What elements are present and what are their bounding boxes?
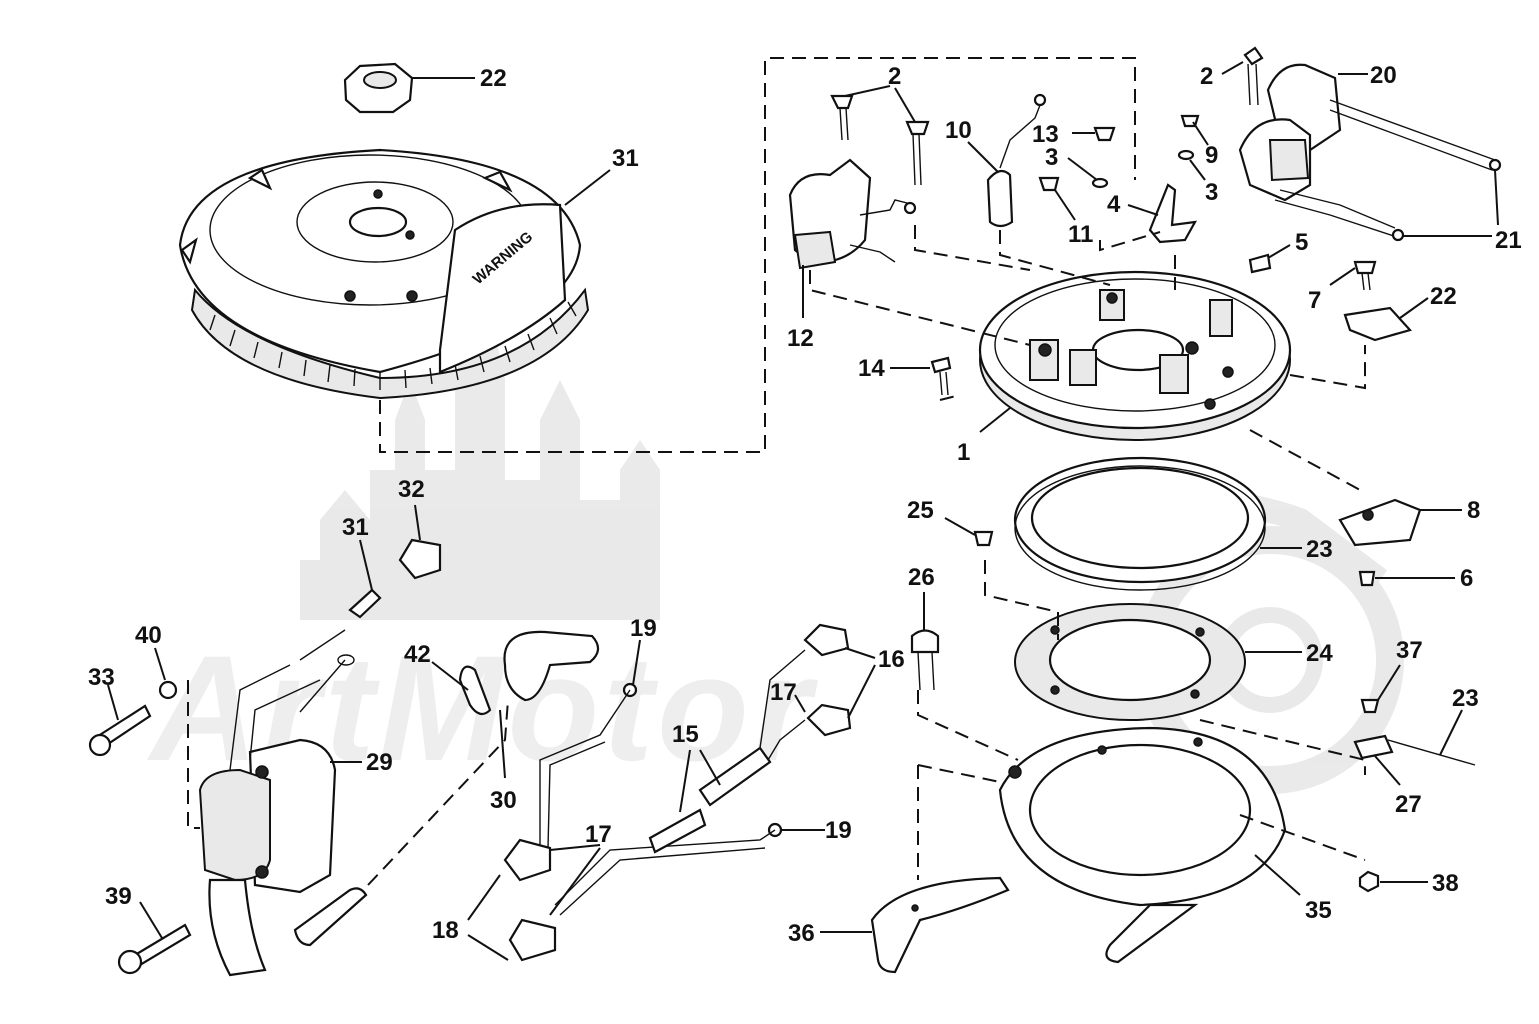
callout-12: 12 <box>787 325 814 352</box>
charge-coil-part <box>1238 46 1502 242</box>
callout-2-right: 2 <box>1200 63 1213 90</box>
callout-2-left: 2 <box>888 63 901 90</box>
wiring-harness-part <box>503 623 852 962</box>
callout-15: 15 <box>672 721 699 748</box>
callout-28: 26 <box>908 564 935 591</box>
stator-plate-part <box>978 270 1292 441</box>
callout-7: 7 <box>1308 287 1321 314</box>
callout-18: 18 <box>432 917 459 944</box>
callout-33: 32 <box>398 476 425 503</box>
throttle-cam-part <box>870 876 1010 974</box>
bolts-part <box>88 680 192 975</box>
callout-13: 13 <box>1032 121 1059 148</box>
connectors-part <box>299 538 783 838</box>
callout-25: 23 <box>1306 536 1333 563</box>
support-ring-part <box>1014 603 1246 721</box>
callout-32: 31 <box>342 514 369 541</box>
callout-8: 8 <box>1467 497 1480 524</box>
callout-41: 40 <box>135 622 162 649</box>
callout-labels: 22 31 2 10 13 3 11 4 2 20 9 3 <box>88 61 1522 961</box>
retainer-plate-part <box>998 726 1287 964</box>
spark-plug-boot-part <box>293 630 600 947</box>
callout-5: 5 <box>1295 229 1308 256</box>
callout-26: 22 <box>480 65 507 92</box>
callout-19-top: 19 <box>630 615 657 642</box>
callout-3-right: 3 <box>1205 179 1218 206</box>
callout-22: 22 <box>1430 283 1457 310</box>
flywheel-part: WARNING <box>178 62 590 400</box>
callout-34: 33 <box>88 664 115 691</box>
callout-27: 25 <box>907 497 934 524</box>
callout-3-mid: 3 <box>1045 144 1058 171</box>
callout-16: 16 <box>878 646 905 673</box>
callout-37: 36 <box>788 920 815 947</box>
callout-42: 42 <box>404 641 431 668</box>
retainer-ring-part <box>1013 456 1267 591</box>
callout-17-upper: 17 <box>770 679 797 706</box>
callout-39: 38 <box>1432 870 1459 897</box>
callout-31: 30 <box>490 787 517 814</box>
callout-21: 21 <box>1495 227 1522 254</box>
callout-17-lower: 17 <box>585 821 612 848</box>
callout-24: 24 <box>1306 640 1333 667</box>
breaker-points-part <box>788 93 1272 274</box>
callout-30: 29 <box>366 749 393 776</box>
callout-19-lower: 19 <box>825 817 852 844</box>
callout-36: 35 <box>1305 897 1332 924</box>
callout-6: 6 <box>1460 565 1473 592</box>
callout-20: 20 <box>1370 62 1397 89</box>
callout-40: 39 <box>105 883 132 910</box>
callout-29: 27 <box>1395 791 1422 818</box>
callout-35: 31 <box>612 145 639 172</box>
callout-14: 14 <box>858 355 885 382</box>
ignition-coil-part <box>198 664 337 977</box>
callout-10: 10 <box>945 117 972 144</box>
callout-23: 23 <box>1452 685 1479 712</box>
callout-9: 9 <box>1205 142 1218 169</box>
callout-4: 4 <box>1107 191 1121 218</box>
callout-38: 37 <box>1396 637 1423 664</box>
callout-1: 1 <box>957 439 970 466</box>
small-hardware-part <box>910 260 1476 893</box>
assembly-guide-lines <box>187 57 1366 886</box>
callout-11: 11 <box>1068 221 1093 248</box>
